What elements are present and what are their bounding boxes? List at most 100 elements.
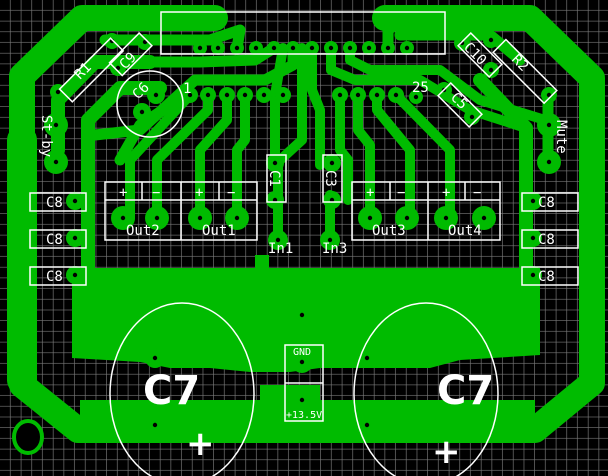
- drill-hole: [72, 235, 78, 241]
- drill-hole: [413, 94, 419, 100]
- label-minus: −: [152, 185, 160, 201]
- drill-hole: [393, 92, 399, 98]
- drill-hole: [290, 45, 296, 51]
- drill-hole: [337, 92, 343, 98]
- drill-hole: [488, 67, 494, 73]
- drill-hole: [272, 197, 278, 203]
- drill-hole: [459, 40, 465, 46]
- drill-hole: [546, 159, 552, 165]
- ground-pour: [72, 268, 540, 372]
- label-c8: C8: [46, 195, 63, 211]
- drill-hole: [347, 45, 353, 51]
- c7-left-outline: [109, 302, 255, 476]
- drill-hole: [153, 92, 159, 98]
- drill-hole: [53, 122, 59, 128]
- gnd-bridge-right: [255, 255, 269, 275]
- label-out1: Out1: [202, 223, 236, 239]
- label-plus: +: [119, 185, 127, 201]
- drill-hole: [152, 422, 158, 428]
- drill-hole: [530, 272, 536, 278]
- drill-hole: [404, 45, 410, 51]
- drill-hole: [139, 109, 145, 115]
- drill-hole: [309, 45, 315, 51]
- drill-hole: [215, 45, 221, 51]
- drill-hole: [404, 215, 410, 221]
- drill-hole: [546, 122, 552, 128]
- label-vcc: +13.5V: [286, 410, 322, 421]
- drill-hole: [329, 160, 335, 166]
- drill-hole: [72, 272, 78, 278]
- drill-hole: [72, 198, 78, 204]
- drill-hole: [329, 197, 335, 203]
- drill-hole: [234, 215, 240, 221]
- label-c7-left: C7: [143, 368, 200, 414]
- drill-hole: [299, 359, 305, 365]
- label-in3: In3: [322, 241, 347, 257]
- drill-hole: [530, 198, 536, 204]
- drill-hole: [275, 237, 281, 243]
- label-c1: C1: [266, 170, 282, 187]
- label-in1: In1: [268, 241, 293, 257]
- drill-hole: [115, 65, 121, 71]
- label-out3: Out3: [372, 223, 406, 239]
- label-out4: Out4: [448, 223, 482, 239]
- silkscreen: [29, 11, 579, 476]
- drill-hole: [364, 355, 370, 361]
- label-out2: Out2: [126, 223, 160, 239]
- label-plus: +: [195, 185, 203, 201]
- label-pin1: 1: [183, 81, 191, 97]
- drill-hole: [469, 114, 475, 120]
- label-c7-right: C7: [437, 368, 494, 414]
- drill-hole: [197, 215, 203, 221]
- drill-hole: [53, 159, 59, 165]
- drill-hole: [224, 92, 230, 98]
- label-mute: Mute: [553, 120, 569, 154]
- label-minus: −: [473, 185, 481, 201]
- drill-hole: [261, 92, 267, 98]
- c7-right-plus: +: [432, 432, 461, 472]
- mounting-hole: [12, 419, 44, 455]
- drill-hole: [443, 215, 449, 221]
- drill-hole: [328, 45, 334, 51]
- label-plus: +: [442, 185, 450, 201]
- label-c8: C8: [538, 195, 555, 211]
- drill-hole: [327, 237, 333, 243]
- drill-hole: [197, 45, 203, 51]
- drill-hole: [367, 215, 373, 221]
- drill-hole: [299, 397, 305, 403]
- label-stby: St-by: [38, 115, 54, 157]
- drill-hole: [546, 92, 552, 98]
- drill-hole: [355, 92, 361, 98]
- drill-hole: [187, 92, 193, 98]
- drill-hole: [385, 45, 391, 51]
- drill-hole: [55, 89, 61, 95]
- drill-hole: [253, 45, 259, 51]
- c6-outline: [116, 70, 184, 138]
- label-c8: C8: [538, 269, 555, 285]
- drill-hole: [205, 92, 211, 98]
- drill-hole: [364, 422, 370, 428]
- c7-left-plus: +: [186, 424, 215, 464]
- label-c3: C3: [322, 170, 338, 187]
- drill-hole: [481, 215, 487, 221]
- drill-hole: [271, 45, 277, 51]
- drill-hole: [530, 235, 536, 241]
- drill-hole: [154, 215, 160, 221]
- drill-hole: [272, 160, 278, 166]
- header-outline: [160, 11, 446, 55]
- drill-hole: [120, 215, 126, 221]
- drill-hole: [242, 92, 248, 98]
- drill-hole: [152, 355, 158, 361]
- out-connector-right: [351, 181, 501, 241]
- label-gnd: GND: [293, 347, 311, 358]
- drill-hole: [374, 92, 380, 98]
- label-c8: C8: [538, 232, 555, 248]
- drill-hole: [488, 37, 494, 43]
- label-c8: C8: [46, 269, 63, 285]
- label-pin25: 25: [412, 80, 429, 96]
- drill-hole: [234, 45, 240, 51]
- label-minus: −: [397, 185, 405, 201]
- label-c8: C8: [46, 232, 63, 248]
- drill-hole: [280, 92, 286, 98]
